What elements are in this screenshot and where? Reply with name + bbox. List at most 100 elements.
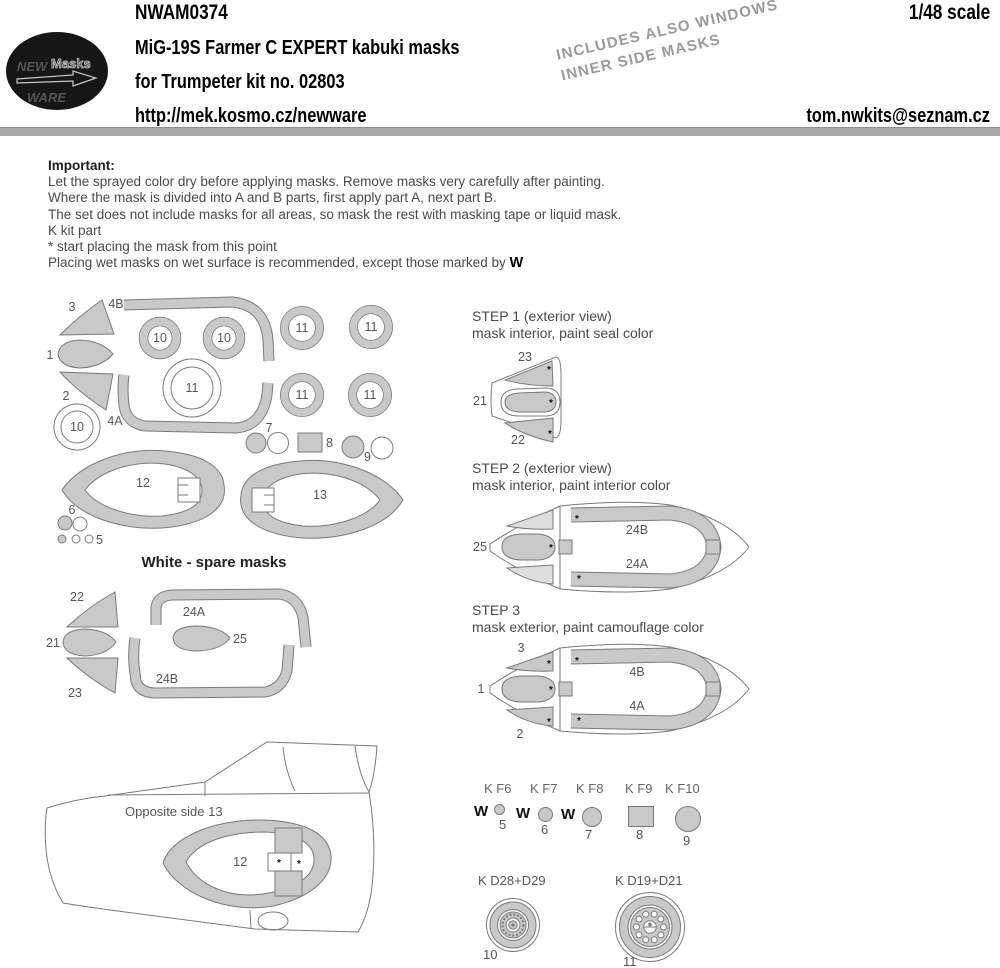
mask-shape-7-spare: [267, 432, 289, 454]
logo-arrow-icon: [16, 70, 98, 87]
start-point-asterisk: *: [575, 656, 579, 667]
mask-shape-22: [65, 591, 119, 628]
step1-title: STEP 1 (exterior view): [472, 308, 612, 324]
mask-shape-21: [62, 628, 117, 657]
wet-mark: W: [509, 255, 524, 272]
start-point-asterisk: *: [577, 574, 581, 585]
applied-mask-3: [505, 651, 554, 672]
mask-number-label: 13: [313, 488, 327, 502]
step3-heading: STEP 3 mask exterior, paint camouflage c…: [472, 602, 704, 636]
kit-part-label: K F8: [576, 781, 604, 796]
mask-number-label: 11: [364, 388, 377, 402]
mask-shape-6: [57, 515, 73, 531]
wheel-mask-11: [615, 892, 685, 962]
instruction-line: The set does not include masks for all a…: [48, 206, 622, 222]
mask-ring-10a: [138, 316, 182, 360]
mask-ring-10-outline: [53, 403, 101, 451]
instructions-heading: Important:: [48, 158, 115, 173]
kit-part-label: K F9: [625, 781, 653, 796]
instruction-line: K kit part: [48, 222, 102, 238]
start-point-asterisk: *: [549, 685, 553, 696]
instruction-line: Let the sprayed color dry before applyin…: [48, 174, 605, 190]
mask-number-label: 9: [364, 450, 371, 464]
mask-number-label: 8: [326, 436, 333, 450]
logo-text-ware: WARE: [27, 90, 66, 105]
contact-email: tom.nwkits@seznam.cz: [806, 105, 990, 127]
header-divider: [0, 127, 1000, 136]
wheel-bolts: [633, 910, 667, 944]
mask-sheet-top: 3 4B 1 2 4A 10 10: [47, 296, 404, 547]
mask-shape-23: [65, 657, 119, 694]
mask-sheet-spare: 22 21 23 24A 25 24B: [46, 588, 312, 700]
start-point-asterisk: *: [549, 543, 553, 554]
applied-mask-22: [503, 417, 554, 443]
mask-shape-1: [57, 339, 114, 369]
mask-shape-5: [57, 534, 67, 544]
mask-number-label: 23: [518, 350, 532, 364]
mask-number-label: 25: [233, 632, 247, 646]
mask-number-label: 4A: [629, 699, 645, 713]
start-point-asterisk: *: [549, 398, 553, 409]
mask-shape-7: [245, 432, 267, 454]
logo-text-new: NEW: [17, 59, 49, 74]
instruction-line: * start placing the mask from this point: [48, 239, 277, 255]
step3-diagram: * * * * * 3 1 2 4B 4A: [478, 641, 750, 741]
sheet-title: MiG-19S Farmer C EXPERT kabuki masks: [135, 37, 460, 59]
applied-mask-23: [503, 360, 554, 387]
mask-shape-2: [58, 371, 114, 411]
step1-diagram: * * * 23 21 22: [473, 350, 562, 447]
mask-number-label: 11: [296, 321, 309, 335]
mask-number-label: 1: [478, 682, 485, 696]
logo-ellipse: [6, 32, 108, 110]
mask-shape-4B: [123, 296, 275, 362]
mask-number-label: 22: [70, 590, 84, 604]
mask-shape-4A: [117, 374, 274, 434]
start-point-asterisk: *: [297, 859, 301, 870]
applied-mask-21: [504, 391, 557, 413]
mask-shape-7: [582, 807, 602, 827]
newware-logo: NEW Masks WARE: [6, 32, 108, 110]
mask-number-label: 5: [96, 533, 103, 547]
mask-number-label: 24B: [156, 672, 178, 686]
step1-heading: STEP 1 (exterior view) mask interior, pa…: [472, 308, 653, 342]
mask-number-label: 12: [136, 476, 150, 490]
step2-subtitle: mask interior, paint interior color: [472, 477, 671, 493]
applied-mask-25: [501, 533, 556, 561]
mask-number-label: 10: [153, 331, 167, 345]
mask-shape-13: [240, 459, 404, 539]
mask-shape-6: [538, 807, 553, 822]
mask-number-label: 22: [511, 433, 525, 447]
mask-number-label: 7: [266, 421, 273, 435]
mask-shape-5-spare: [84, 534, 94, 544]
mask-shape-25: [172, 625, 231, 652]
mask-shape-5-spare: [71, 534, 81, 544]
kit-part-label: K F6: [484, 781, 512, 796]
kit-part-label: K F10: [665, 781, 700, 796]
mask-number-label: 4B: [629, 665, 644, 679]
applied-mask-12: * *: [162, 819, 332, 909]
start-point-asterisk: *: [547, 365, 551, 376]
instruction-line: Placing wet masks on wet surface is reco…: [48, 255, 524, 272]
kit-part-label: K D28+D29: [478, 873, 546, 888]
mask-number-label: 9: [683, 833, 691, 848]
step3-subtitle: mask exterior, paint camouflage color: [472, 619, 704, 635]
start-point-asterisk: *: [575, 514, 579, 525]
mask-number-label: 3: [518, 641, 525, 655]
wet-mark: W: [516, 805, 531, 822]
mask-shape-8: [628, 806, 654, 827]
spare-masks-heading: White - spare masks: [141, 554, 287, 571]
mask-number-label: 6: [541, 822, 549, 837]
mask-number-label: 10: [483, 947, 497, 962]
wheel-masks: K D28+D29 10 K D19+D21: [478, 873, 685, 968]
mask-shape-9-spare: [370, 436, 394, 460]
important-instructions: Important: Let the sprayed color dry bef…: [48, 158, 688, 271]
instruction-line: Where the mask is divided into A and B p…: [48, 190, 497, 206]
mask-shape-5: [494, 804, 505, 815]
mask-number-label: 2: [517, 727, 524, 741]
mask-number-label: 25: [473, 540, 487, 554]
mask-shape-3: [58, 299, 115, 336]
applied-mask-2: [505, 706, 554, 727]
applied-mask-1: [501, 675, 556, 703]
mask-number-label: 11: [186, 381, 199, 395]
mask-shape-9: [675, 806, 701, 832]
